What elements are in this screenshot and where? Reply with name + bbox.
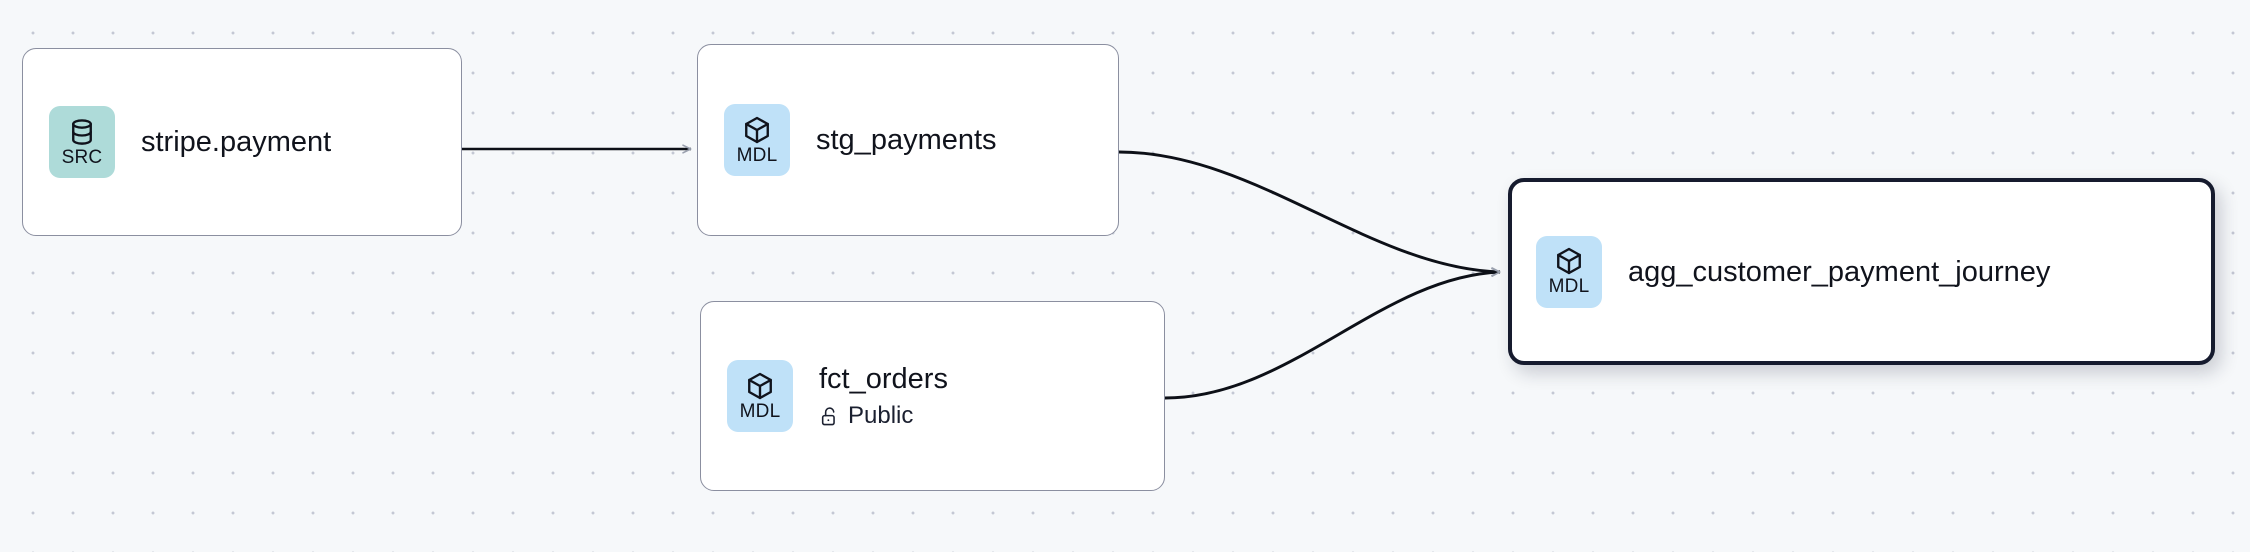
model-badge: MDL <box>724 104 790 176</box>
node-body: stripe.payment <box>141 125 331 159</box>
database-icon <box>67 117 97 147</box>
model-badge: MDL <box>727 360 793 432</box>
badge-label: SRC <box>61 146 103 168</box>
node-stripe-payment[interactable]: SRC stripe.payment <box>22 48 462 236</box>
visibility-badge: Public <box>819 402 948 430</box>
node-title: stg_payments <box>816 124 997 156</box>
edge-fct-to-agg <box>1164 267 1501 400</box>
node-body: stg_payments <box>816 123 997 157</box>
cube-icon <box>745 371 775 401</box>
node-body: agg_customer_payment_journey <box>1628 255 2050 289</box>
node-title: fct_orders <box>819 363 948 395</box>
node-title: agg_customer_payment_journey <box>1628 255 2051 288</box>
badge-label: MDL <box>736 144 778 166</box>
node-title: stripe.payment <box>141 126 332 158</box>
unlock-icon <box>819 406 840 427</box>
node-stg-payments[interactable]: MDL stg_payments <box>697 44 1119 236</box>
model-badge: MDL <box>1536 235 1602 308</box>
edge-stg-to-agg <box>1118 150 1501 277</box>
badge-label: MDL <box>739 400 781 422</box>
node-agg-customer-payment-journey[interactable]: MDL agg_customer_payment_journey <box>1508 178 2215 365</box>
node-fct-orders[interactable]: MDL fct_orders Public <box>700 301 1165 491</box>
badge-label: MDL <box>1548 276 1590 297</box>
source-badge: SRC <box>49 106 115 178</box>
cube-icon <box>1554 246 1584 276</box>
visibility-label: Public <box>848 402 914 429</box>
cube-icon <box>742 115 772 145</box>
node-body: fct_orders Public <box>819 362 948 430</box>
